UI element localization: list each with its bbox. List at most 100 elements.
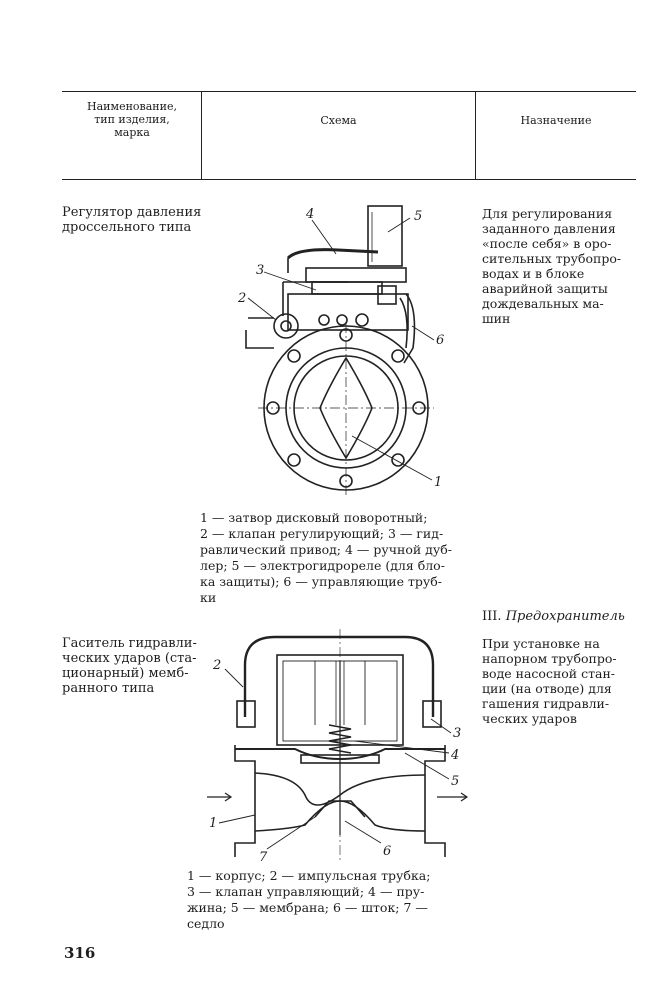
leader-2 [224,668,244,688]
row1-caption-line: ка защиты); 6 — управляющие труб- [200,574,443,589]
row2-item-name: Гаситель гидравли- ческих ударов (ста- ц… [62,636,207,696]
bolt [318,314,330,326]
row1-purpose-line: аварийной защиты [482,281,608,296]
callout-4: 4 [305,207,314,222]
callout-1: 1 [209,816,217,831]
impulse-tube [243,635,435,717]
manual-handle [286,248,379,260]
row1-caption-line: 1 — затвор дисковый поворотный; [200,510,428,525]
row1-purpose-line: сительных трубопро- [482,251,622,266]
actuator-top-plate [305,267,407,283]
row2-caption-line: 3 — клапан управляющий; 4 — пру- [187,884,425,899]
control-tube [399,297,408,349]
row1-caption: 1 — затвор дисковый поворотный; 2 — клап… [200,510,456,606]
body-upper-passage [254,772,426,806]
row1-purpose-line: Для регулирования [482,206,613,221]
section-number: III. [482,609,502,624]
row1-caption-line: ки [200,590,217,605]
leader-2 [247,297,277,321]
control-tube [403,293,416,364]
leader-3 [430,718,452,734]
row2-name-line: ционарный) мемб- [62,666,189,681]
section-heading: III. Предохранитель [482,609,632,624]
leader-5 [404,752,450,780]
actuator-body [287,293,409,331]
regulator-drawing: 4 5 3 2 6 1 [237,205,444,498]
control-valve [273,313,299,339]
row2-caption-line: 1 — корпус; 2 — импульсная трубка; [187,868,431,883]
header-bottom-rule [62,179,636,180]
actuator-cylinder [311,281,383,295]
leader-1 [351,435,433,481]
row1-caption-line: равлический привод; 4 — ручной дуб- [200,542,452,557]
control-valve-right [422,700,442,728]
row2-name-line: Гаситель гидравли- [62,636,197,651]
leader-5 [387,217,411,233]
section-title: Предохранитель [505,609,625,624]
leader-4 [311,219,337,255]
header-top-rule [62,91,636,92]
callout-5: 5 [414,209,422,224]
callout-2: 2 [212,658,221,673]
row1-caption-line: 2 — клапан регулирующий; 3 — гид- [200,526,444,541]
flange-hole [391,453,405,467]
row1-purpose-line: шин [482,311,511,326]
leader-1 [218,814,256,824]
flow-arrow-in [207,792,233,802]
leader-7 [266,816,316,850]
row2-purpose-line: При установке на [482,636,600,651]
flange-hole [287,453,301,467]
lever [282,281,348,316]
row2-purpose-line: воде насосной стан- [482,666,616,681]
control-valve-left [236,700,256,728]
header-col-name-line: марка [114,126,150,139]
header-divider-1 [201,91,202,180]
leader-6 [344,820,382,844]
row2-purpose: При установке на напорном трубопро- воде… [482,636,627,726]
control-valve-core [280,320,292,332]
callout-7: 7 [259,850,268,865]
row2-purpose-line: напорном трубопро- [482,651,617,666]
bolt [355,313,369,327]
row2-purpose-line: гашения гидравли- [482,696,610,711]
flange-hole [287,349,301,363]
row2-name-line: ческих ударов (ста- [62,651,197,666]
row1-item-name: Регулятор давления дроссельного типа [62,205,220,235]
row1-purpose: Для регулирования заданного давления «по… [482,206,627,326]
callout-1: 1 [434,475,442,490]
row1-purpose-line: заданного давления [482,221,616,236]
row1-purpose-line: «после себя» в оро- [482,236,612,251]
header-col-name-line: Наименование, [87,100,177,113]
damper-drawing: 2 3 4 5 1 7 6 [207,629,469,865]
row2-purpose-line: ции (на отводе) для [482,681,612,696]
leader-6 [411,325,435,341]
body-left-flange [234,745,256,857]
flange-hole [391,349,405,363]
row1-purpose-line: водах и в блоке [482,266,585,281]
callout-6: 6 [383,844,391,859]
callout-2: 2 [237,291,246,306]
row1-name-line: дроссельного типа [62,220,192,235]
row2-caption-line: жина; 5 — мембрана; 6 — шток; 7 — [187,900,428,915]
callout-6: 6 [436,333,444,348]
row2-caption: 1 — корпус; 2 — импульсная трубка; 3 — к… [187,868,451,932]
row1-name-line: Регулятор давления [62,205,202,220]
callout-3: 3 [453,726,461,741]
bolt [336,314,348,326]
page-number: 316 [64,944,96,962]
control-valve-pipe [245,317,274,349]
row2-name-line: ранного типа [62,681,155,696]
leader-4 [354,740,450,754]
row2-purpose-line: ческих ударов [482,711,577,726]
callout-5: 5 [451,774,459,789]
leader-3 [263,271,317,291]
header-col-name-line: тип изделия, [94,113,170,126]
body-right-flange [424,745,446,857]
relay-body [367,205,403,267]
header-col-name: Наименование, тип изделия, марка [66,100,198,139]
fitting [377,285,397,305]
row2-caption-line: седло [187,916,225,931]
header-col-purpose: Назначение [520,114,592,127]
flow-arrow-out [437,792,469,802]
callout-3: 3 [256,263,264,278]
